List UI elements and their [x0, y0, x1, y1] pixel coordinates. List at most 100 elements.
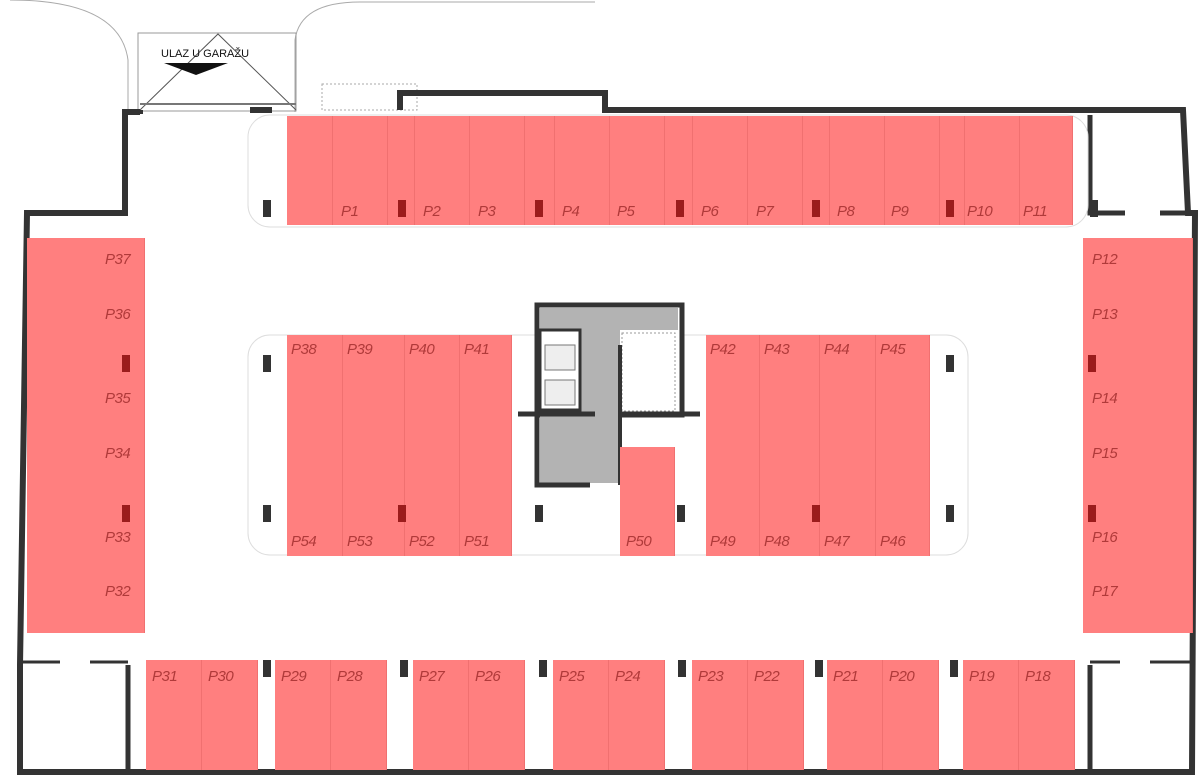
parking-area	[883, 660, 939, 770]
parking-spot-p49[interactable]: P49	[710, 533, 736, 550]
parking-area	[1083, 440, 1193, 495]
parking-spot-p47[interactable]: P47	[824, 533, 850, 550]
parking-spot-p53[interactable]: P53	[347, 533, 373, 550]
pillar	[946, 200, 954, 217]
parking-area	[965, 116, 1020, 225]
parking-spot-p18[interactable]: P18	[1025, 668, 1051, 685]
parking-area	[1083, 385, 1193, 440]
parking-area	[885, 116, 940, 225]
parking-area	[470, 116, 525, 225]
parking-spot-p50[interactable]: P50	[626, 533, 652, 550]
parking-area	[405, 445, 460, 556]
parking-area	[748, 116, 803, 225]
parking-area	[1020, 116, 1073, 225]
pillar	[1088, 355, 1096, 372]
parking-area	[760, 445, 820, 556]
parking-spot-p9[interactable]: P9	[891, 203, 909, 220]
parking-spot-p44[interactable]: P44	[824, 341, 850, 358]
pillar	[812, 200, 820, 217]
parking-spot-p20[interactable]: P20	[889, 668, 915, 685]
parking-spot-p21[interactable]: P21	[833, 668, 859, 685]
parking-spot-p2[interactable]: P2	[423, 203, 441, 220]
parking-spot-p37[interactable]: P37	[105, 251, 131, 268]
pillar	[122, 355, 130, 372]
parking-spot-p15[interactable]: P15	[1092, 445, 1118, 462]
parking-spot-p28[interactable]: P28	[337, 668, 363, 685]
parking-spot-p52[interactable]: P52	[409, 533, 435, 550]
parking-area	[876, 445, 930, 556]
pillar	[263, 200, 271, 217]
parking-area	[693, 116, 748, 225]
parking-spot-p51[interactable]: P51	[464, 533, 490, 550]
parking-spot-p54[interactable]: P54	[291, 533, 317, 550]
parking-area	[1083, 238, 1193, 300]
pillar	[1088, 505, 1096, 522]
pillar	[400, 660, 408, 677]
parking-area	[460, 445, 512, 556]
parking-spot-p10[interactable]: P10	[967, 203, 993, 220]
parking-spot-p32[interactable]: P32	[105, 583, 131, 600]
parking-spot-p46[interactable]: P46	[880, 533, 906, 550]
parking-area	[202, 660, 258, 770]
parking-area	[760, 335, 820, 445]
parking-spot-p17[interactable]: P17	[1092, 583, 1118, 600]
parking-area	[287, 445, 343, 556]
parking-spot-p30[interactable]: P30	[208, 668, 234, 685]
parking-spot-p19[interactable]: P19	[969, 668, 995, 685]
parking-spot-p31[interactable]: P31	[152, 668, 178, 685]
parking-spot-p45[interactable]: P45	[880, 341, 906, 358]
parking-spot-p5[interactable]: P5	[617, 203, 635, 220]
pillar	[535, 200, 543, 217]
parking-spot-p7[interactable]: P7	[756, 203, 774, 220]
parking-spot-p27[interactable]: P27	[419, 668, 445, 685]
pillar	[678, 660, 686, 677]
parking-spot-p16[interactable]: P16	[1092, 529, 1118, 546]
parking-area	[343, 445, 405, 556]
pillar	[946, 505, 954, 522]
parking-spot-p22[interactable]: P22	[754, 668, 780, 685]
parking-area	[333, 116, 388, 225]
pillar	[398, 200, 406, 217]
parking-area	[706, 445, 760, 556]
parking-spot-p35[interactable]: P35	[105, 390, 131, 407]
parking-spot-p11[interactable]: P11	[1023, 203, 1048, 220]
parking-spot-p25[interactable]: P25	[559, 668, 585, 685]
pillar	[263, 660, 271, 677]
parking-area	[415, 116, 470, 225]
parking-area	[413, 660, 469, 770]
parking-spot-p42[interactable]: P42	[710, 341, 736, 358]
parking-spot-p39[interactable]: P39	[347, 341, 373, 358]
parking-spot-p48[interactable]: P48	[764, 533, 790, 550]
parking-area	[555, 116, 610, 225]
parking-area	[1083, 578, 1193, 633]
parking-spot-p14[interactable]: P14	[1092, 390, 1118, 407]
parking-spot-p12[interactable]: P12	[1092, 251, 1118, 268]
parking-area	[748, 660, 804, 770]
pillar	[398, 505, 406, 522]
parking-spot-p1[interactable]: P1	[341, 203, 359, 220]
pillar	[122, 505, 130, 522]
parking-spot-p29[interactable]: P29	[281, 668, 307, 685]
parking-spot-p3[interactable]: P3	[478, 203, 496, 220]
parking-area	[460, 335, 512, 445]
parking-spot-p4[interactable]: P4	[562, 203, 580, 220]
parking-spot-p24[interactable]: P24	[615, 668, 641, 685]
parking-spot-p38[interactable]: P38	[291, 341, 317, 358]
parking-spot-p40[interactable]: P40	[409, 341, 435, 358]
parking-area	[27, 300, 145, 355]
parking-spot-p41[interactable]: P41	[464, 341, 490, 358]
parking-spot-p34[interactable]: P34	[105, 445, 131, 462]
parking-spot-p6[interactable]: P6	[701, 203, 719, 220]
parking-spot-p43[interactable]: P43	[764, 341, 790, 358]
parking-area	[27, 578, 145, 633]
pillar	[535, 505, 543, 522]
parking-area	[692, 660, 748, 770]
parking-spot-p33[interactable]: P33	[105, 529, 131, 546]
parking-spot-p13[interactable]: P13	[1092, 306, 1118, 323]
parking-spot-p23[interactable]: P23	[698, 668, 724, 685]
parking-spot-p36[interactable]: P36	[105, 306, 131, 323]
entrance-label: ULAZ U GARAŽU	[161, 48, 250, 60]
parking-spot-p8[interactable]: P8	[837, 203, 855, 220]
parking-spot-p26[interactable]: P26	[475, 668, 501, 685]
